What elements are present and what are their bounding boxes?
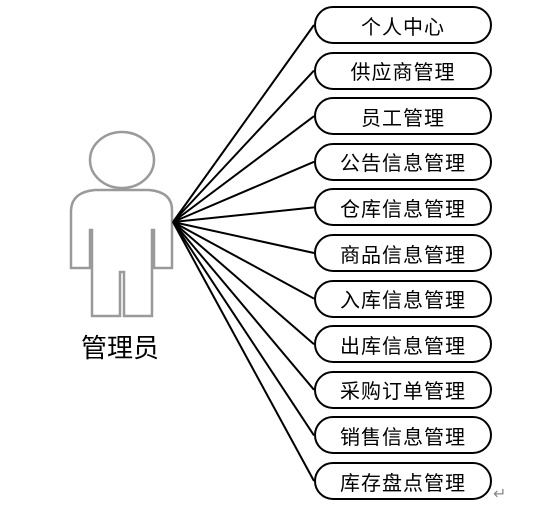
use-case-2: 供应商管理 [314, 51, 492, 90]
use-case-5: 仓库信息管理 [314, 188, 492, 227]
association-line-7 [172, 221, 315, 300]
association-line-3 [172, 115, 315, 223]
use-case-6: 商品信息管理 [314, 234, 492, 272]
use-case-10: 销售信息管理 [314, 416, 492, 455]
association-line-2 [172, 69, 315, 223]
use-case-9: 采购订单管理 [314, 370, 492, 409]
paragraph-return-mark: ↵ [493, 484, 507, 503]
association-line-5 [172, 206, 315, 223]
use-case-4: 公告信息管理 [314, 142, 492, 181]
association-line-10 [172, 221, 315, 436]
use-case-11: 库存盘点管理 [314, 462, 492, 500]
use-case-8: 出库信息管理 [314, 325, 492, 364]
use-case-3: 员工管理 [314, 97, 492, 136]
association-line-4 [172, 160, 315, 223]
association-line-6 [172, 221, 315, 254]
use-case-7: 入库信息管理 [314, 279, 492, 318]
association-line-8 [172, 221, 315, 345]
actor-figure-icon [69, 130, 174, 318]
association-line-1 [172, 24, 315, 223]
use-case-1: 个人中心 [314, 6, 492, 44]
association-line-9 [172, 221, 315, 391]
association-line-11 [172, 221, 315, 482]
association-lines [172, 24, 315, 482]
actor-label: 管理员 [80, 334, 159, 364]
